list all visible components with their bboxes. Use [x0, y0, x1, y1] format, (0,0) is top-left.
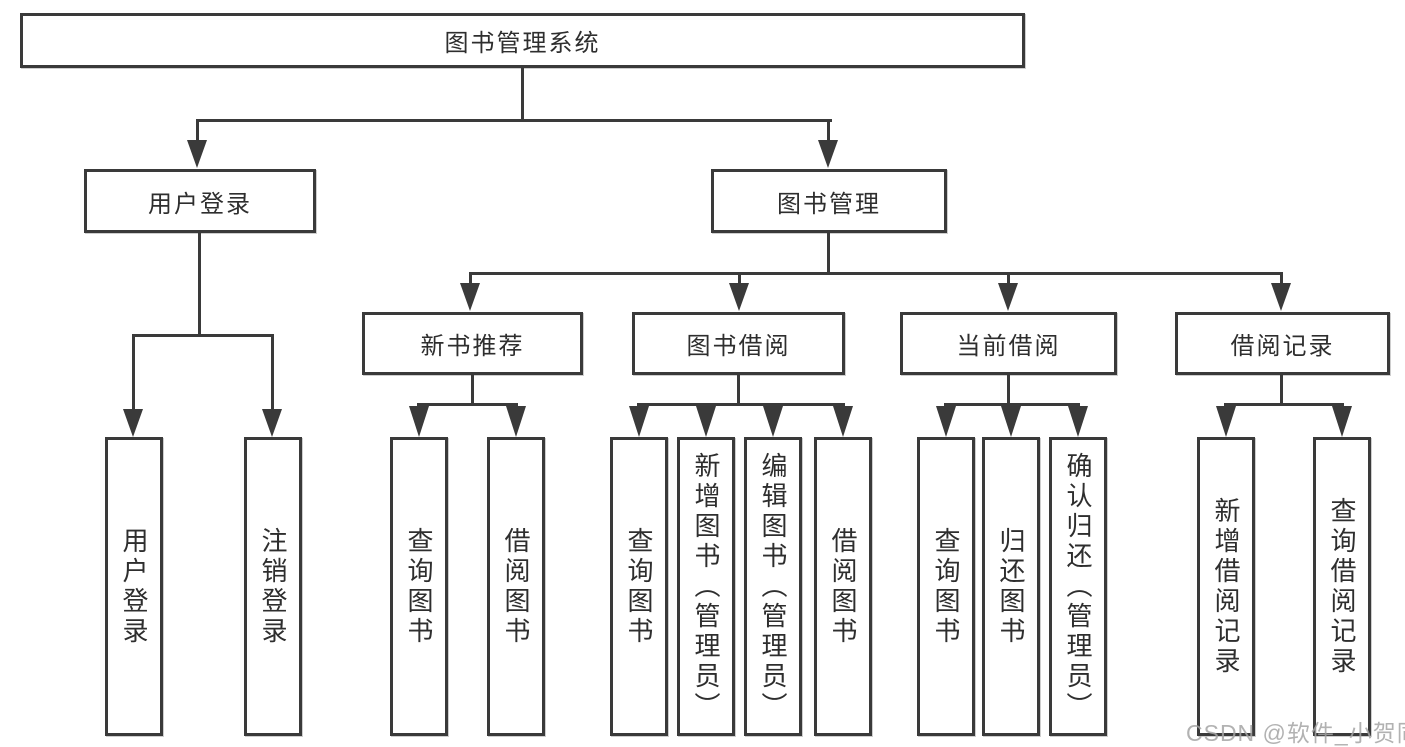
leaf-borrow-books-b-label: 借阅图书 [828, 526, 858, 647]
node-book-borrow-label: 图书借阅 [686, 333, 791, 360]
connector-root-stem [521, 68, 524, 121]
connector-user-login-stem [198, 233, 201, 336]
arrowhead-book-management [818, 140, 838, 168]
leaf-user-login: 用户登录 [105, 437, 163, 736]
connector-borrow-records-stem [1280, 375, 1283, 406]
leaf-add-books-admin-label: 新增图书（管理员） [691, 451, 721, 722]
node-current-borrow-label: 当前借阅 [956, 333, 1061, 360]
connector-root-drop-right [827, 119, 830, 143]
arrowhead-leaf-login [123, 409, 143, 437]
leaf-user-login-label: 用户登录 [119, 526, 149, 647]
node-system-root: 图书管理系统 [20, 13, 1025, 68]
arrowhead-leaf-add-record [1216, 406, 1236, 437]
connector-root-rail [196, 119, 832, 122]
arrowhead-leaf-query-record [1332, 406, 1352, 437]
node-new-book-recommend: 新书推荐 [362, 312, 583, 375]
leaf-add-borrow-record: 新增借阅记录 [1197, 437, 1255, 736]
connector-current-borrow-rail [944, 403, 1080, 406]
connector-current-borrow-stem [1007, 375, 1010, 406]
leaf-logout: 注销登录 [244, 437, 302, 736]
leaf-query-books-a: 查询图书 [390, 437, 448, 736]
leaf-borrow-books-b: 借阅图书 [814, 437, 872, 736]
arrowhead-leaf-query-books-b [629, 406, 649, 437]
leaf-query-books-b: 查询图书 [610, 437, 668, 736]
arrowhead-leaf-borrow-books-a [506, 406, 526, 437]
leaf-add-books-admin: 新增图书（管理员） [677, 437, 735, 736]
arrowhead-leaf-query-books-a [409, 406, 429, 437]
arrowhead-leaf-return-books [1001, 406, 1021, 437]
node-book-management: 图书管理 [711, 169, 947, 233]
node-borrow-records-label: 借阅记录 [1230, 333, 1335, 360]
leaf-borrow-books-a: 借阅图书 [487, 437, 545, 736]
node-book-management-label: 图书管理 [777, 190, 881, 218]
leaf-edit-books-admin-label: 编辑图书（管理员） [758, 451, 788, 722]
leaf-borrow-books-a-label: 借阅图书 [501, 526, 531, 647]
arrowhead-leaf-query-books-c [936, 406, 956, 437]
leaf-query-borrow-record-label: 查询借阅记录 [1327, 496, 1357, 677]
connector-new-rec-stem [471, 375, 474, 406]
arrowhead-leaf-confirm-return [1068, 406, 1088, 437]
node-borrow-records: 借阅记录 [1175, 312, 1390, 375]
arrowhead-borrow-records [1271, 283, 1291, 311]
connector-book-borrow-stem [737, 375, 740, 406]
node-new-book-recommend-label: 新书推荐 [420, 333, 525, 360]
leaf-logout-label: 注销登录 [258, 526, 288, 647]
connector-drop-book-borrow [738, 272, 741, 285]
connector-book-mgmt-stem [827, 233, 830, 274]
connector-root-drop-left [196, 119, 199, 143]
connector-drop-borrow-records [1280, 272, 1283, 285]
arrowhead-book-borrow [729, 283, 749, 311]
leaf-edit-books-admin: 编辑图书（管理员） [744, 437, 802, 736]
arrowhead-leaf-logout [262, 409, 282, 437]
node-book-borrow: 图书借阅 [632, 312, 845, 375]
leaf-add-borrow-record-label: 新增借阅记录 [1211, 496, 1241, 677]
arrowhead-leaf-edit-books [763, 406, 783, 437]
node-current-borrow: 当前借阅 [900, 312, 1117, 375]
connector-drop-new-rec [469, 272, 472, 285]
leaf-query-borrow-record: 查询借阅记录 [1313, 437, 1371, 736]
arrowhead-current-borrow [998, 283, 1018, 311]
leaf-query-books-b-label: 查询图书 [624, 526, 654, 647]
connector-book-borrow-rail [637, 403, 845, 406]
connector-borrow-records-rail [1224, 403, 1344, 406]
connector-user-login-drop-right [271, 334, 274, 410]
node-user-login: 用户登录 [84, 169, 316, 233]
leaf-query-books-c: 查询图书 [917, 437, 975, 736]
connector-user-login-drop-left [132, 334, 135, 410]
node-system-root-label: 图书管理系统 [444, 30, 601, 57]
leaf-confirm-return-admin-label: 确认归还（管理员） [1063, 451, 1093, 722]
arrowhead-new-book-recommend [460, 283, 480, 311]
leaf-confirm-return-admin: 确认归还（管理员） [1049, 437, 1107, 736]
connector-new-rec-rail [417, 403, 518, 406]
arrowhead-user-login [187, 140, 207, 168]
leaf-return-books-label: 归还图书 [996, 526, 1026, 647]
arrowhead-leaf-add-books [696, 406, 716, 437]
leaf-query-books-a-label: 查询图书 [404, 526, 434, 647]
connector-user-login-rail [132, 334, 274, 337]
leaf-query-books-c-label: 查询图书 [931, 526, 961, 647]
arrowhead-leaf-borrow-books-b [833, 406, 853, 437]
leaf-return-books: 归还图书 [982, 437, 1040, 736]
connector-book-mgmt-rail [469, 272, 1283, 275]
node-user-login-label: 用户登录 [148, 190, 252, 218]
connector-drop-current-borrow [1007, 272, 1010, 285]
csdn-watermark: CSDN @软件_小贺同学 [1186, 720, 1405, 746]
